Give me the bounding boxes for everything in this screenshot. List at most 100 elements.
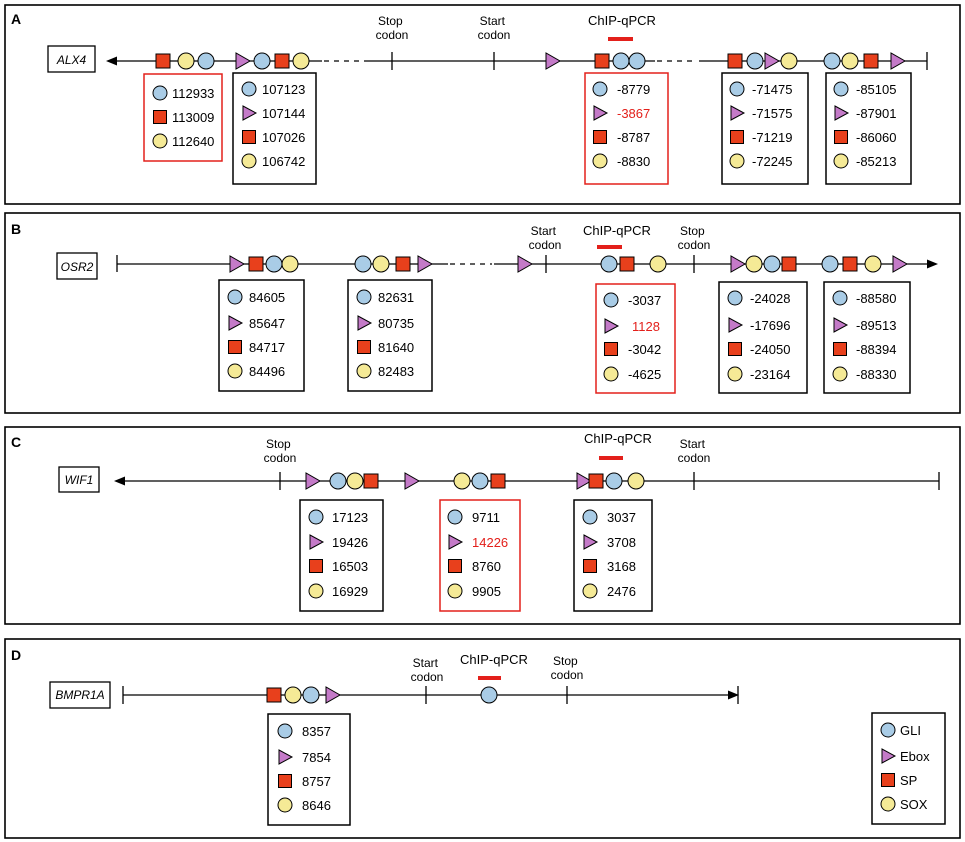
motif-cluster <box>453 472 506 490</box>
value-box: -71475 -71575 -71219 -72245 <box>721 72 809 185</box>
arrowhead-left <box>106 56 117 66</box>
chip-qpcr-bar <box>599 456 623 460</box>
sox-icon <box>152 133 168 149</box>
gli-icon <box>729 81 745 97</box>
ebox-triangle <box>325 686 342 704</box>
sox-circle <box>627 472 645 490</box>
value-box: 17123 19426 16503 16929 <box>299 499 384 612</box>
sp-value: 8760 <box>472 559 501 574</box>
sox-value: 16929 <box>332 584 368 599</box>
sox-circle <box>292 52 310 70</box>
sp-value: 16503 <box>332 559 368 574</box>
gli-circle <box>265 255 283 273</box>
value-box: 107123 107144 107026 106742 <box>232 72 317 185</box>
gli-value: 8357 <box>302 724 331 739</box>
gli-value: 84605 <box>249 290 285 305</box>
gene-name: OSR2 <box>61 260 94 274</box>
gene-box <box>56 252 98 280</box>
panel-c-letter: C <box>11 434 21 450</box>
gli-value: 107123 <box>262 82 305 97</box>
motif-cluster <box>594 52 646 70</box>
ebox-triangle <box>305 472 322 490</box>
arrowhead-left <box>114 476 125 486</box>
gli-circle <box>821 255 839 273</box>
value-box: 84605 85647 84717 84496 <box>218 279 305 392</box>
sox-icon <box>729 153 745 169</box>
gli-icon <box>582 509 598 525</box>
sp-square <box>619 256 635 272</box>
sox-value: 8646 <box>302 798 331 813</box>
sox-circle <box>649 255 667 273</box>
gli-value: 3037 <box>607 510 636 525</box>
panel-c-frame <box>4 426 961 625</box>
gli-value: -8779 <box>617 82 650 97</box>
gli-icon <box>277 723 293 739</box>
sox-value: -8830 <box>617 154 650 169</box>
motif-cluster <box>727 52 798 70</box>
sox-icon <box>833 153 849 169</box>
panel-d: BMPR1A Start codon Stop codon ChIP-qPCR … <box>49 652 739 826</box>
stop-codon-label: Stop codon <box>551 654 584 682</box>
gli-icon <box>727 290 743 306</box>
sp-square <box>155 53 171 69</box>
sox-circle <box>177 52 195 70</box>
value-box: -88580 -89513 -88394 -88330 <box>823 281 911 394</box>
value-box: -3037 1128 -3042 -4625 <box>595 283 676 394</box>
sox-value: 84496 <box>249 364 285 379</box>
sp-square <box>266 687 282 703</box>
ebox-value: -87901 <box>856 106 896 121</box>
gene-box <box>47 45 96 73</box>
ebox-triangle <box>517 255 534 273</box>
chip-qpcr-bar <box>608 37 633 41</box>
gli-icon <box>832 290 848 306</box>
sp-square <box>363 473 379 489</box>
ebox-icon <box>357 315 373 331</box>
sox-value: 2476 <box>607 584 636 599</box>
ebox-value: 1128 <box>632 319 660 334</box>
sp-icon <box>357 340 371 354</box>
sp-icon <box>278 774 292 788</box>
sox-value: 112640 <box>172 134 214 149</box>
ebox-triangle <box>576 472 593 490</box>
ebox-triangle <box>730 255 747 273</box>
sp-icon <box>583 559 597 573</box>
sp-value: -88394 <box>856 342 896 357</box>
sox-value: -72245 <box>752 154 792 169</box>
ebox-triangle <box>890 52 907 70</box>
ebox-triangle <box>235 52 252 70</box>
sp-icon <box>593 130 607 144</box>
legend-label-gli: GLI <box>900 723 921 738</box>
ebox-value: -89513 <box>856 318 896 333</box>
gli-circle <box>302 686 320 704</box>
ebox-value: 14226 <box>472 535 508 550</box>
sp-icon <box>833 342 847 356</box>
ebox-icon <box>604 318 620 334</box>
ebox-icon <box>278 749 294 765</box>
gli-icon <box>447 509 463 525</box>
sp-square <box>727 53 743 69</box>
sp-value: -8787 <box>617 130 650 145</box>
motif-cluster <box>155 52 215 70</box>
legend: GLI Ebox SP SOX <box>871 712 946 825</box>
sox-icon <box>592 153 608 169</box>
sox-icon <box>832 366 848 382</box>
ebox-icon <box>833 317 849 333</box>
sp-icon <box>728 342 742 356</box>
sp-square <box>594 53 610 69</box>
sp-icon <box>309 559 323 573</box>
sox-value: -88330 <box>856 367 896 382</box>
sp-square <box>274 53 290 69</box>
ebox-value: -3867 <box>617 106 650 121</box>
gene-box <box>58 466 100 493</box>
gli-value: -3037 <box>628 293 661 308</box>
sox-icon <box>603 366 619 382</box>
sox-icon <box>880 796 896 812</box>
ebox-icon <box>834 105 850 121</box>
sox-circle <box>284 686 302 704</box>
sox-icon <box>241 153 257 169</box>
value-box: 9711 14226 8760 9905 <box>439 499 521 612</box>
motif-cluster <box>229 255 299 273</box>
chip-qpcr-label: ChIP-qPCR <box>583 223 651 238</box>
sox-value: 82483 <box>378 364 414 379</box>
